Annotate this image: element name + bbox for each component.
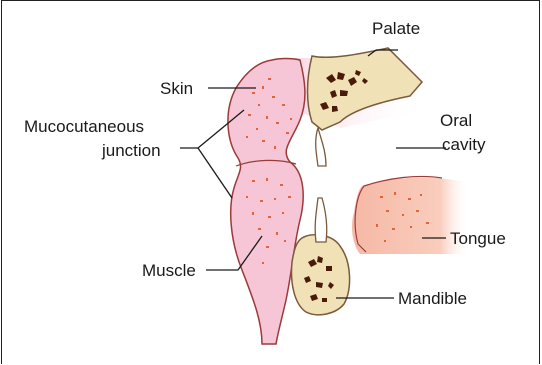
label-muscle: Muscle [142, 261, 196, 280]
label-tongue: Tongue [450, 229, 506, 248]
mandible-bone [292, 235, 350, 315]
label-mucocutaneous-1: Mucocutaneous [24, 117, 144, 136]
label-palate: Palate [372, 19, 420, 38]
label-cavity: cavity [442, 135, 486, 154]
lower-tooth [315, 198, 327, 242]
label-mandible: Mandible [398, 289, 467, 308]
label-mucocutaneous-2: junction [101, 141, 161, 160]
label-oral: Oral [440, 111, 472, 130]
upper-tooth [316, 128, 326, 166]
lip-tissue [228, 59, 305, 345]
label-skin: Skin [160, 79, 193, 98]
